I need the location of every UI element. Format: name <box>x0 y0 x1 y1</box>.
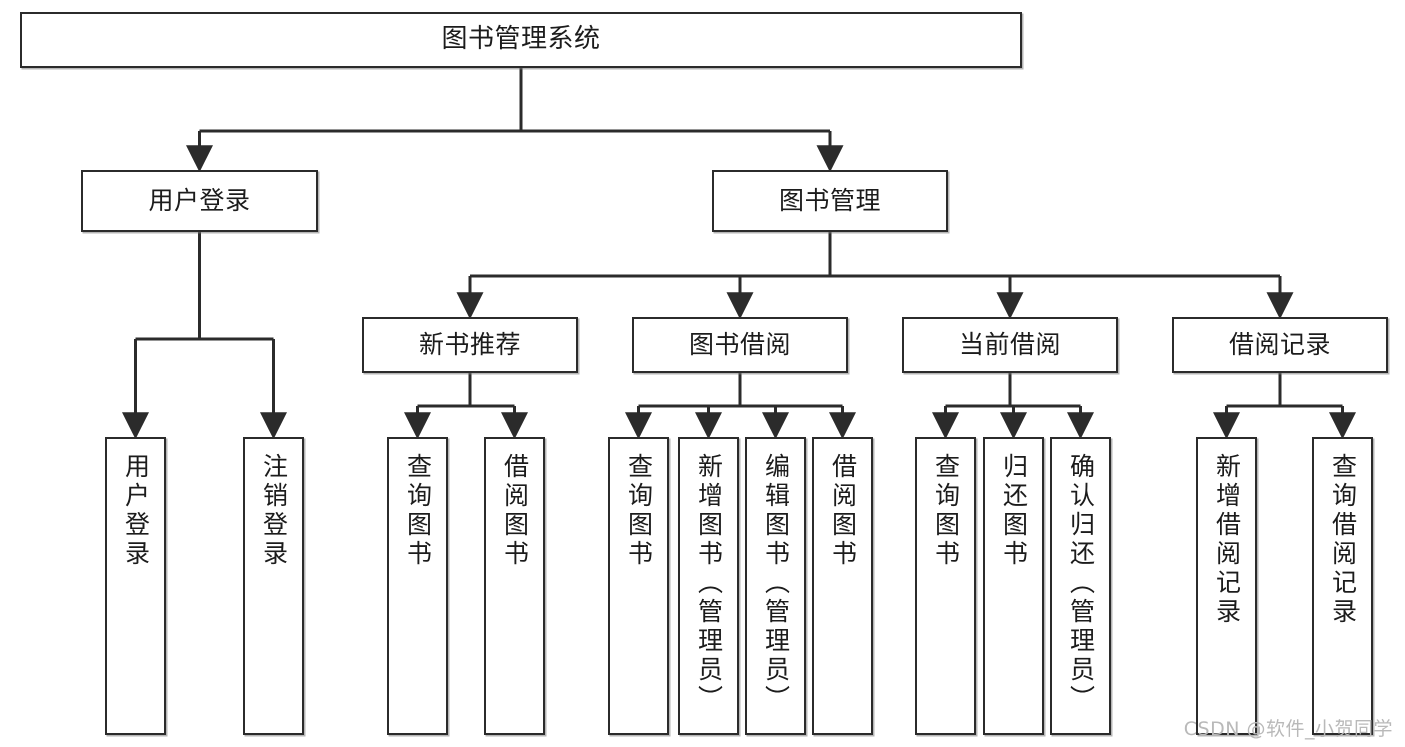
node-label: 查询借阅记录 <box>1328 453 1358 627</box>
node-label: 借阅图书 <box>828 453 858 569</box>
node-label: 用户登录 <box>148 186 251 215</box>
node-current-borrow: 当前借阅 <box>902 317 1118 373</box>
node-label: 查询图书 <box>624 453 654 569</box>
node-book-manage: 图书管理 <box>712 170 948 232</box>
node-borrow-record: 借阅记录 <box>1172 317 1388 373</box>
node-label: 用户登录 <box>121 453 151 569</box>
node-label: 图书借阅 <box>688 330 791 359</box>
node-book-borrow: 图书借阅 <box>632 317 848 373</box>
node-label: 新书推荐 <box>418 330 521 359</box>
node-leaf-query-book-3: 查询图书 <box>915 437 976 735</box>
node-leaf-query-book-1: 查询图书 <box>387 437 448 735</box>
node-label: 图书管理系统 <box>441 24 601 55</box>
node-leaf-user-login: 用户登录 <box>105 437 166 735</box>
node-label: 新增图书（管理员） <box>694 453 724 714</box>
node-leaf-logout: 注销登录 <box>243 437 304 735</box>
node-label: 当前借阅 <box>958 330 1061 359</box>
node-label: 归还图书 <box>999 453 1029 569</box>
node-leaf-confirm-return: 确认归还（管理员） <box>1050 437 1111 735</box>
node-leaf-borrow-book-1: 借阅图书 <box>484 437 545 735</box>
node-label: 新增借阅记录 <box>1212 453 1242 627</box>
node-new-book-recommend: 新书推荐 <box>362 317 578 373</box>
csdn-watermark: CSDN @软件_小贺同学 <box>1183 718 1393 740</box>
node-leaf-borrow-book-2: 借阅图书 <box>812 437 873 735</box>
node-root: 图书管理系统 <box>20 12 1022 68</box>
node-leaf-add-book: 新增图书（管理员） <box>678 437 739 735</box>
node-label: 查询图书 <box>931 453 961 569</box>
node-leaf-edit-book: 编辑图书（管理员） <box>745 437 806 735</box>
node-label: 确认归还（管理员） <box>1066 453 1096 714</box>
node-leaf-query-record: 查询借阅记录 <box>1312 437 1373 735</box>
node-label: 查询图书 <box>403 453 433 569</box>
node-label: 编辑图书（管理员） <box>761 453 791 714</box>
node-leaf-add-record: 新增借阅记录 <box>1196 437 1257 735</box>
node-user-login: 用户登录 <box>81 170 318 232</box>
node-label: 借阅记录 <box>1228 330 1331 359</box>
node-leaf-return-book: 归还图书 <box>983 437 1044 735</box>
node-label: 注销登录 <box>259 453 289 569</box>
node-label: 借阅图书 <box>500 453 530 569</box>
node-leaf-query-book-2: 查询图书 <box>608 437 669 735</box>
node-label: 图书管理 <box>778 186 881 215</box>
